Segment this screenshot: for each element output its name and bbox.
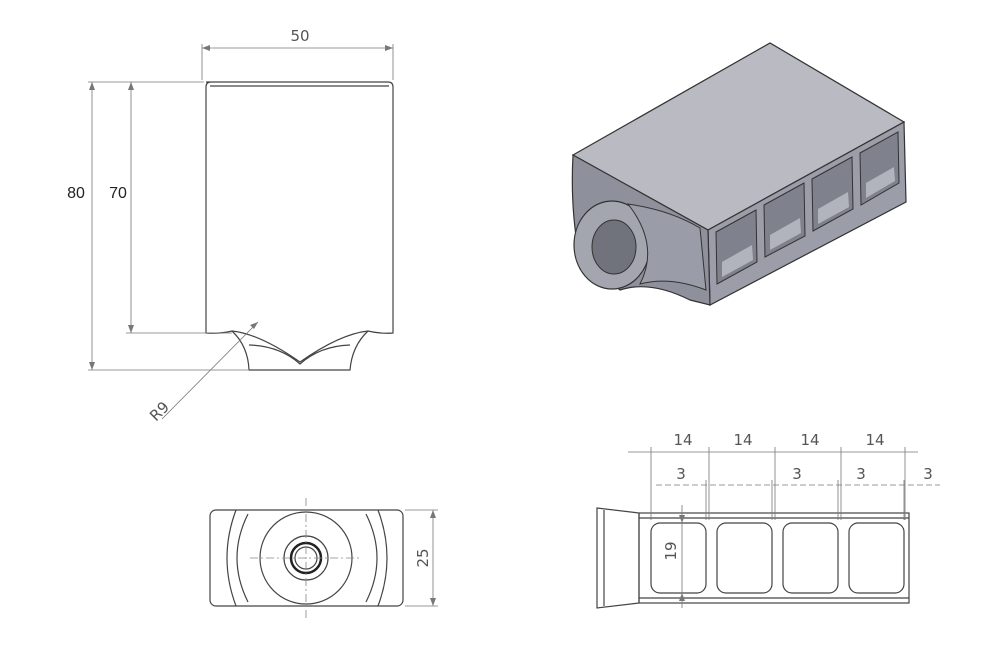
side-port-4: [848, 522, 905, 594]
iso-boss-bore: [591, 219, 637, 275]
pitch-label-1: 14: [673, 431, 692, 449]
width-arrow-right: [385, 45, 393, 51]
pitch-label-4: 14: [865, 431, 884, 449]
top-body-outline: [209, 509, 404, 607]
side-port-1: [650, 522, 707, 594]
height80-label: 80: [67, 185, 85, 202]
radius-leader: [161, 321, 259, 420]
wall-label-1: 3: [676, 465, 686, 483]
height70-label: 70: [109, 185, 127, 202]
port-height-label: 19: [662, 541, 680, 560]
iso-port-3-floor: [818, 192, 849, 224]
radius-label: R9: [146, 398, 173, 425]
height70-arrow-top: [128, 82, 134, 90]
depth-label: 25: [414, 548, 432, 567]
height70-arrow-bottom: [128, 325, 134, 333]
wall-label-2: 3: [792, 465, 802, 483]
wall-label-3: 3: [856, 465, 866, 483]
pitch-label-3: 14: [800, 431, 819, 449]
side-view: 14 14 14 14 3 3 3 3 19: [596, 431, 940, 609]
side-boss-stub: [596, 507, 640, 609]
depth-arrow-top: [430, 510, 436, 518]
iso-port-4-floor: [866, 167, 895, 198]
top-left-boss-curve: [226, 509, 237, 607]
front-body-outline: [205, 81, 394, 363]
width-arrow-left: [202, 45, 210, 51]
side-port-2: [716, 522, 773, 594]
port-height-arrow-top: [679, 515, 685, 523]
top-left-fillet: [236, 513, 249, 603]
front-bottom-pad: [231, 330, 369, 371]
side-port-3: [782, 522, 839, 594]
iso-port-2-floor: [770, 218, 801, 250]
width-label: 50: [290, 27, 309, 45]
height80-arrow-top: [89, 82, 95, 90]
top-right-boss-curve: [377, 509, 388, 607]
port-height-arrow-bottom: [679, 593, 685, 601]
iso-port-1-floor: [722, 245, 753, 277]
isometric-view: [571, 42, 907, 306]
front-v-groove: [248, 344, 351, 365]
side-body-outline: [638, 512, 910, 604]
iso-boss-fillet: [626, 203, 707, 291]
wall-label-4: 3: [923, 465, 933, 483]
height80-arrow-bottom: [89, 362, 95, 370]
top-view: 25: [209, 498, 438, 618]
radius-arrow: [250, 322, 258, 329]
top-right-fillet: [365, 513, 378, 603]
front-view: 50 80 70 R9: [67, 27, 394, 425]
pitch-label-2: 14: [733, 431, 752, 449]
depth-arrow-bottom: [430, 598, 436, 606]
